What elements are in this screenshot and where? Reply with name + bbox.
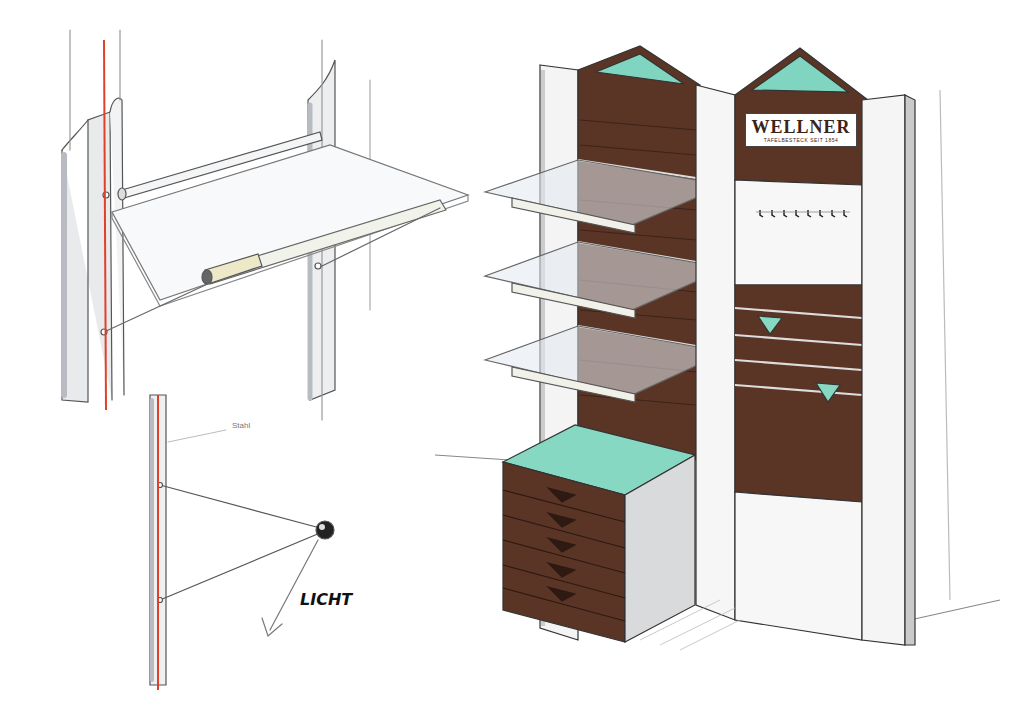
brand-sign: WELLNERTAFELBESTECK SEIT 1854 (745, 113, 857, 147)
material-note: Stahl (232, 421, 250, 430)
brand-tagline: TAFELBESTECK SEIT 1854 (750, 138, 852, 144)
brand-name: WELLNER (750, 117, 852, 138)
light-label: LICHT (300, 590, 352, 609)
